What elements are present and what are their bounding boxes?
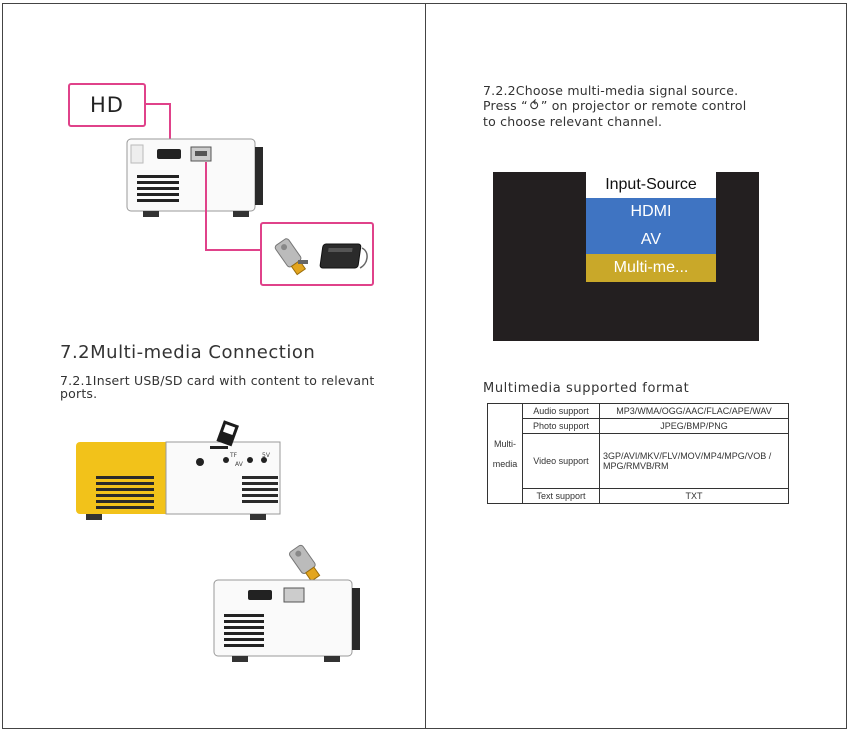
hd-label: HD [90,93,124,117]
external-hard-drive-icon [319,243,368,269]
choose-line-2-pre: Press “ [483,98,528,113]
formats-table: Multi- media Audio support MP3/WMA/OGG/A… [487,403,789,504]
column-divider [425,3,426,729]
source-key-icon: ⥀ [529,99,539,114]
storage-connector-line [205,162,262,251]
formats-title: Multimedia supported format [483,381,690,396]
row-label: Video support [522,433,600,489]
choose-line-1: 7.2.2Choose multi-media signal source. [483,83,739,98]
choose-line-2-post: ” on projector or remote control [540,98,747,113]
choose-line-3: to choose relevant channel. [483,114,663,129]
projector-rear-illustration [126,138,263,217]
page-frame [2,3,847,729]
choose-source-text: 7.2.2Choose multi-media signal source. P… [483,83,803,129]
category-cell: Multi- media [487,403,523,504]
row-value: 3GP/AVI/MKV/FLV/MOV/MP4/MPG/VOB / MPG/RM… [599,433,789,489]
row-value: JPEG/BMP/PNG [599,418,789,434]
row-value: MP3/WMA/OGG/AAC/FLAC/APE/WAV [599,403,789,419]
menu-item-av[interactable]: AV [586,226,716,254]
table-row: Video support 3GP/AVI/MKV/FLV/MOV/MP4/MP… [488,433,789,489]
row-label: Audio support [522,403,600,419]
usb-drive-icon [274,238,308,276]
projector-screen: Input-Source HDMI AV Multi-me... [493,172,759,341]
port-label-tf: TF [230,452,238,459]
category-line-2: media [492,458,518,469]
hd-callout: HD [68,83,146,127]
port-label-av: AV [235,461,243,468]
projector-usb-inserted-illustration [213,544,360,662]
step-insert-usb-text: 7.2.1Insert USB/SD card with content to … [60,373,375,401]
storage-callout [260,222,374,286]
table-row: Multi- media Audio support MP3/WMA/OGG/A… [487,403,789,504]
projector-side-illustration [76,420,281,520]
choose-line-2: Press “⥀” on projector or remote control [483,98,803,114]
row-label: Text support [522,488,600,504]
input-source-title: Input-Source [586,172,716,198]
row-value: TXT [599,488,789,504]
port-label-dc: 5V [262,452,270,459]
table-row: Text support TXT [488,488,789,504]
section-title: 7.2Multi-media Connection [60,342,316,363]
category-line-1: Multi- [494,438,516,449]
input-source-menu: Input-Source HDMI AV Multi-me... [586,172,716,282]
row-label: Photo support [522,418,600,434]
menu-item-multimedia[interactable]: Multi-me... [586,254,716,282]
menu-item-hdmi[interactable]: HDMI [586,198,716,226]
table-row: Photo support JPEG/BMP/PNG [488,418,789,434]
